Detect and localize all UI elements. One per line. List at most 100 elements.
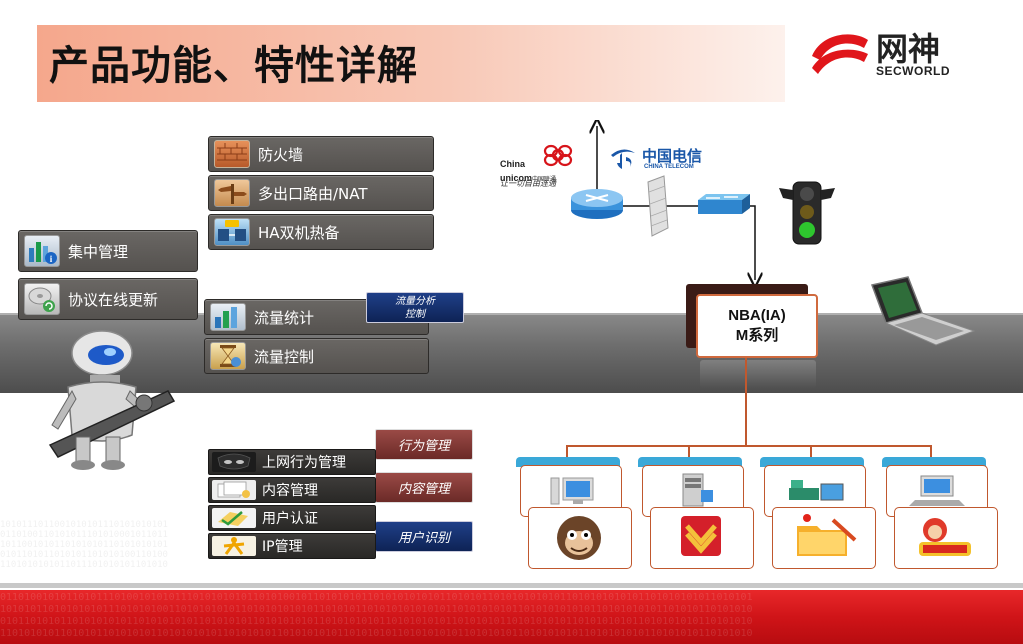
tag-traffic-line2: 控制 — [405, 308, 425, 320]
network-devices-icon — [789, 480, 844, 501]
workstation-icon — [909, 475, 965, 506]
feature-label: 上网行为管理 — [262, 455, 346, 471]
client-group-network — [760, 457, 876, 569]
feature-label: 防火墙 — [258, 145, 304, 164]
footer-divider — [0, 583, 1023, 588]
grey-band — [0, 313, 1023, 393]
client-app-card — [528, 507, 632, 569]
feature-web-behavior[interactable]: 上网行为管理 — [208, 449, 376, 475]
feature-firewall[interactable]: 防火墙 — [208, 136, 434, 172]
red-download-icon — [681, 516, 721, 556]
device-model-line2: M系列 — [735, 327, 779, 344]
logo-chinese-text: 网神 — [876, 30, 941, 68]
firewall-brick-icon — [214, 140, 250, 168]
unicom-slogan: 让一切自由连通 — [500, 179, 556, 188]
secworld-logo: 网神 SECWORLD — [808, 24, 968, 80]
tag-behavior-management: 行为管理 — [375, 429, 473, 460]
client-app-card — [894, 507, 998, 569]
logo-english-text: SECWORLD — [876, 64, 950, 78]
client-header-bar — [882, 457, 986, 467]
feature-multi-route-nat[interactable]: 多出口路由/NAT — [208, 175, 434, 211]
feature-user-authentication[interactable]: 用户认证 — [208, 505, 376, 531]
feature-traffic-control[interactable]: 流量控制 — [204, 338, 429, 374]
tag-content-label: 内容管理 — [397, 482, 450, 497]
feature-label: 流量控制 — [254, 347, 315, 366]
title-banner: 产品功能、特性详解 — [37, 25, 785, 102]
bar-chart-icon — [210, 303, 246, 331]
feature-content-management[interactable]: 内容管理 — [208, 477, 376, 503]
telecom-swirl-icon — [611, 149, 635, 169]
signpost-icon — [214, 179, 250, 207]
nba-device-box: NBA(IA) M系列 — [696, 294, 818, 358]
feature-label: 用户认证 — [262, 511, 318, 527]
tree-branch-2 — [688, 445, 690, 457]
tag-behavior-label: 行为管理 — [397, 439, 450, 454]
tag-user-id-label: 用户识别 — [397, 531, 450, 546]
feature-label: IP管理 — [262, 539, 303, 555]
client-group-server — [638, 457, 754, 569]
tree-branch-3 — [810, 445, 812, 457]
server-tower-icon — [682, 473, 713, 507]
robot-mascot-illustration — [48, 330, 176, 470]
network-topology — [571, 120, 820, 290]
tag-traffic-line1: 流量分析 — [395, 295, 435, 307]
feature-ip-management[interactable]: IP管理 — [208, 533, 376, 559]
page-title: 产品功能、特性详解 — [49, 43, 418, 89]
china-telecom-logo: 中国电信 CHINA TELECOM — [608, 145, 718, 175]
mask-icon — [212, 452, 256, 472]
monkey-mascot-icon — [557, 516, 601, 560]
folder-pencil-icon — [797, 514, 857, 556]
tree-horizontal-line — [566, 445, 932, 447]
grey-band-highlight — [0, 313, 1023, 315]
client-header-bar — [760, 457, 864, 467]
feature-label: 内容管理 — [262, 483, 318, 499]
feature-label: HA双机热备 — [258, 223, 340, 242]
feature-label: 多出口路由/NAT — [258, 184, 368, 203]
tag-content-management: 内容管理 — [375, 472, 473, 503]
feature-label: 集中管理 — [68, 242, 129, 261]
laptop-icon — [870, 276, 976, 346]
feature-label: 协议在线更新 — [68, 290, 159, 309]
client-group-laptop — [882, 457, 998, 569]
unicom-knot-icon — [543, 144, 573, 167]
update-disc-icon — [24, 283, 60, 315]
tag-traffic-analysis-control: 流量分析 控制 — [366, 292, 464, 323]
documents-icon — [212, 480, 256, 500]
client-header-bar — [638, 457, 742, 467]
client-header-bar — [516, 457, 620, 467]
secworld-logo-mark — [812, 34, 868, 74]
client-group-pc — [516, 457, 632, 569]
person-figure-icon — [212, 536, 256, 556]
tree-trunk-line — [745, 358, 747, 446]
hourglass-icon — [210, 342, 246, 370]
feature-central-management[interactable]: i 集中管理 — [18, 230, 198, 272]
binary-watermark: 1010111011001010101110101010101 01101001… — [0, 520, 168, 570]
feature-label: 流量统计 — [254, 308, 315, 327]
tree-branch-1 — [566, 445, 568, 457]
traffic-light-icon — [779, 181, 835, 245]
china-unicom-logo: China unicom中国联通 让一切自由连通 — [500, 144, 590, 188]
unicom-china-text: China — [500, 159, 526, 169]
chart-info-icon: i — [24, 235, 60, 267]
telecom-chinese-text: 中国电信 — [642, 147, 703, 165]
pencil-check-icon — [212, 508, 256, 528]
unicom-name-row: unicom中国联通 — [500, 168, 556, 186]
client-app-card — [650, 507, 754, 569]
svg-text:i: i — [50, 254, 53, 264]
telecom-english-text: CHINA TELECOM — [644, 164, 694, 170]
ha-servers-icon — [214, 218, 250, 246]
desktop-pc-icon — [550, 477, 594, 505]
tree-branch-4 — [930, 445, 932, 457]
client-app-card — [772, 507, 876, 569]
device-box-reflection — [700, 360, 816, 388]
feature-protocol-update[interactable]: 协议在线更新 — [18, 278, 198, 320]
unicom-english-text: unicom — [500, 173, 533, 183]
kart-game-icon — [919, 518, 971, 556]
feature-traffic-statistics[interactable]: 流量统计 — [204, 299, 429, 335]
tag-user-identification: 用户识别 — [375, 521, 473, 552]
device-model-line1: NBA(IA) — [728, 307, 786, 324]
footer-binary-pattern: 0110100101011010111010010101011101010101… — [0, 592, 753, 639]
unicom-chinese-text: 中国联通 — [532, 176, 557, 183]
footer-red-band — [0, 590, 1023, 644]
feature-ha-hotstandby[interactable]: HA双机热备 — [208, 214, 434, 250]
